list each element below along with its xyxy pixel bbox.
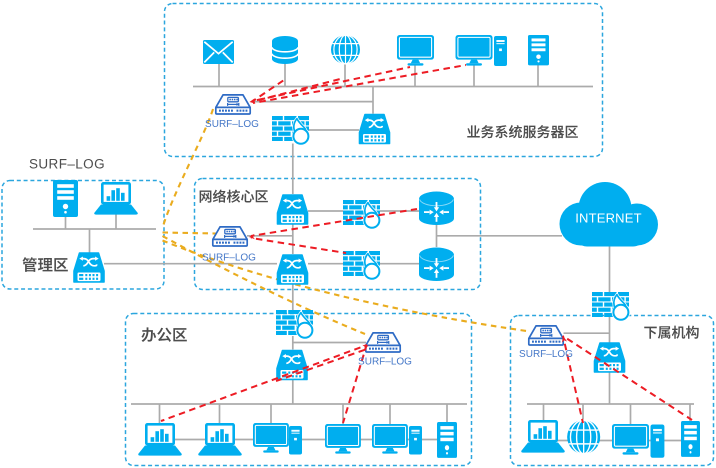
svg-text:SURF–LOG: SURF–LOG	[519, 349, 573, 360]
svg-text:SURF–LOG: SURF–LOG	[202, 253, 256, 264]
svg-text:SURF–LOG: SURF–LOG	[29, 157, 105, 172]
svg-text:SURF–LOG: SURF–LOG	[358, 357, 412, 368]
svg-text:INTERNET: INTERNET	[575, 211, 642, 226]
svg-text:SURF–LOG: SURF–LOG	[205, 119, 259, 130]
